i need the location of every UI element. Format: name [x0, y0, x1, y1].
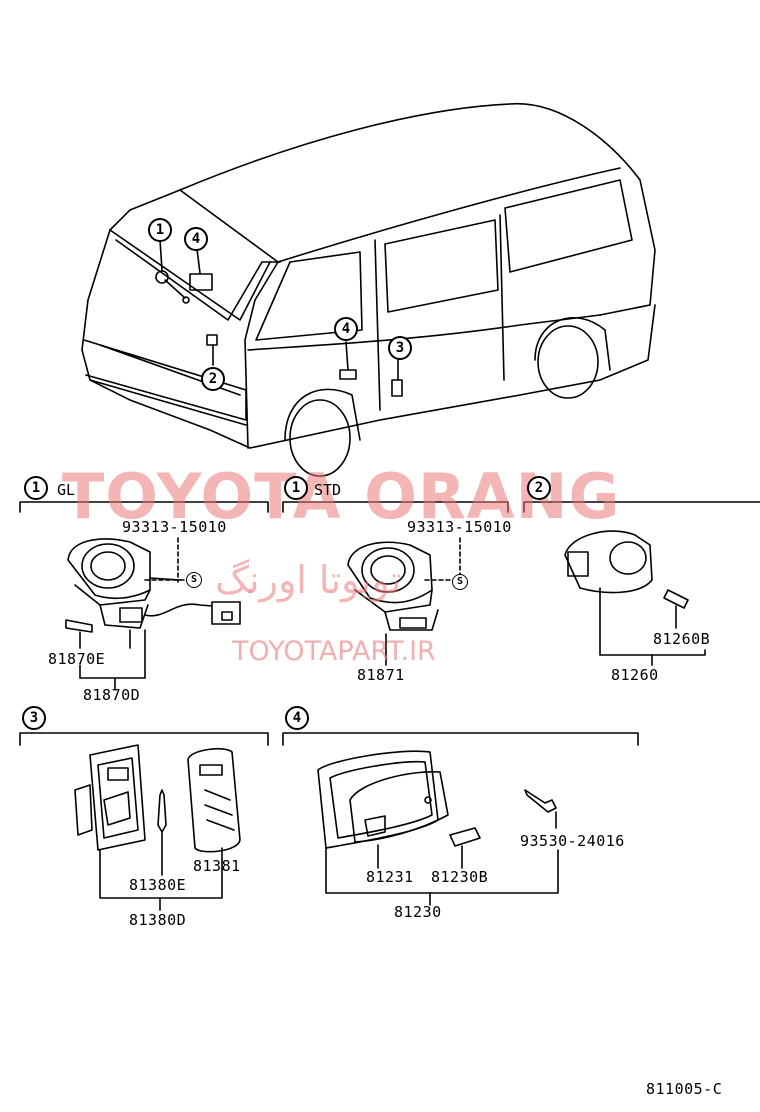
part-81230: 81230	[394, 903, 442, 921]
part-81871: 81871	[357, 666, 405, 684]
std-lamp-art	[347, 537, 461, 666]
section-2-number: 2	[527, 476, 551, 500]
gl-lamp-art	[65, 537, 241, 691]
watermark-site: TOYOTAPART.IR	[232, 636, 436, 667]
part-81260B: 81260B	[653, 630, 711, 648]
section3-art	[74, 744, 241, 911]
screw-symbol-gl: S	[186, 572, 202, 588]
section-brackets	[19, 501, 760, 746]
part-81870E: 81870E	[48, 650, 106, 668]
part-81260: 81260	[611, 666, 659, 684]
part-93313-15010-std: 93313-15010	[407, 518, 512, 536]
watermark-persian: تویوتا اورنگ	[215, 558, 402, 602]
callout-3-van: 3	[388, 336, 412, 360]
van-illustration	[81, 103, 656, 477]
part-81231: 81231	[366, 868, 414, 886]
section2-art	[564, 530, 706, 666]
part-81230B: 81230B	[431, 868, 489, 886]
section-1-gl-title: GL	[57, 481, 76, 499]
section-4-number: 4	[285, 706, 309, 730]
callout-4-van-side: 4	[334, 317, 358, 341]
callout-4-van-front: 4	[184, 227, 208, 251]
part-93530-24016: 93530-24016	[520, 832, 625, 850]
part-93313-15010-gl: 93313-15010	[122, 518, 227, 536]
watermark-main: TOYOTA ORANG	[62, 460, 621, 533]
part-81870D: 81870D	[83, 686, 141, 704]
callout-1-van: 1	[148, 218, 172, 242]
part-81381: 81381	[193, 857, 241, 875]
section-3-number: 3	[22, 706, 46, 730]
part-81380E: 81380E	[129, 876, 187, 894]
section4-art	[317, 750, 559, 906]
diagram-code: 811005-C	[646, 1080, 723, 1098]
section-1-std-title: STD	[314, 481, 342, 499]
callout-2-van: 2	[201, 367, 225, 391]
part-81380D: 81380D	[129, 911, 187, 929]
section-1-gl-number: 1	[24, 476, 48, 500]
section-1-std-number: 1	[284, 476, 308, 500]
screw-symbol-std: S	[452, 574, 468, 590]
